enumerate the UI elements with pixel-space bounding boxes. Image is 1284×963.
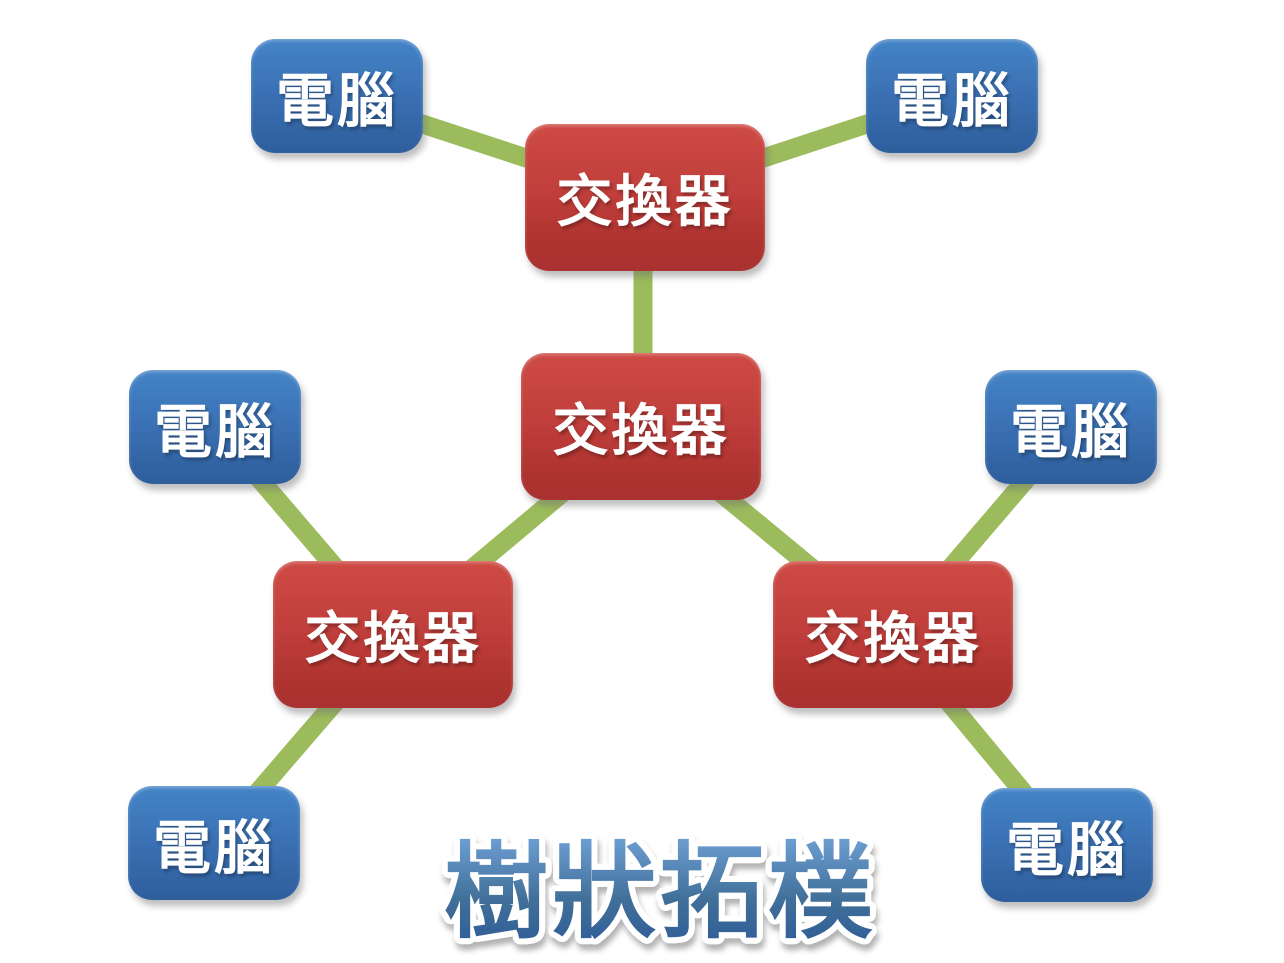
- computer-label: 電腦: [152, 816, 275, 881]
- computer-label: 電腦: [275, 69, 398, 134]
- computer-node-bottom-left: 電腦: [128, 786, 300, 900]
- switch-node-top: 交換器: [525, 124, 765, 271]
- computer-node-mid-left: 電腦: [129, 370, 301, 484]
- computer-node-bottom-right: 電腦: [981, 788, 1153, 902]
- switch-label: 交換器: [552, 399, 730, 462]
- switch-node-bottom-right: 交換器: [773, 561, 1013, 708]
- switch-label: 交換器: [556, 170, 734, 233]
- switch-node-bottom-left: 交換器: [273, 561, 513, 708]
- computer-node-mid-right: 電腦: [985, 370, 1157, 484]
- switch-label: 交換器: [804, 607, 982, 670]
- computer-label: 電腦: [890, 69, 1013, 134]
- computer-label: 電腦: [1005, 818, 1128, 883]
- page-title: 樹狀拓樸: [444, 835, 876, 951]
- computer-label: 電腦: [1009, 400, 1132, 465]
- computer-node-top-right: 電腦: [866, 39, 1038, 153]
- computer-label: 電腦: [153, 400, 276, 465]
- switch-label: 交換器: [304, 607, 482, 670]
- computer-node-top-left: 電腦: [251, 39, 423, 153]
- switch-node-middle: 交換器: [521, 353, 761, 500]
